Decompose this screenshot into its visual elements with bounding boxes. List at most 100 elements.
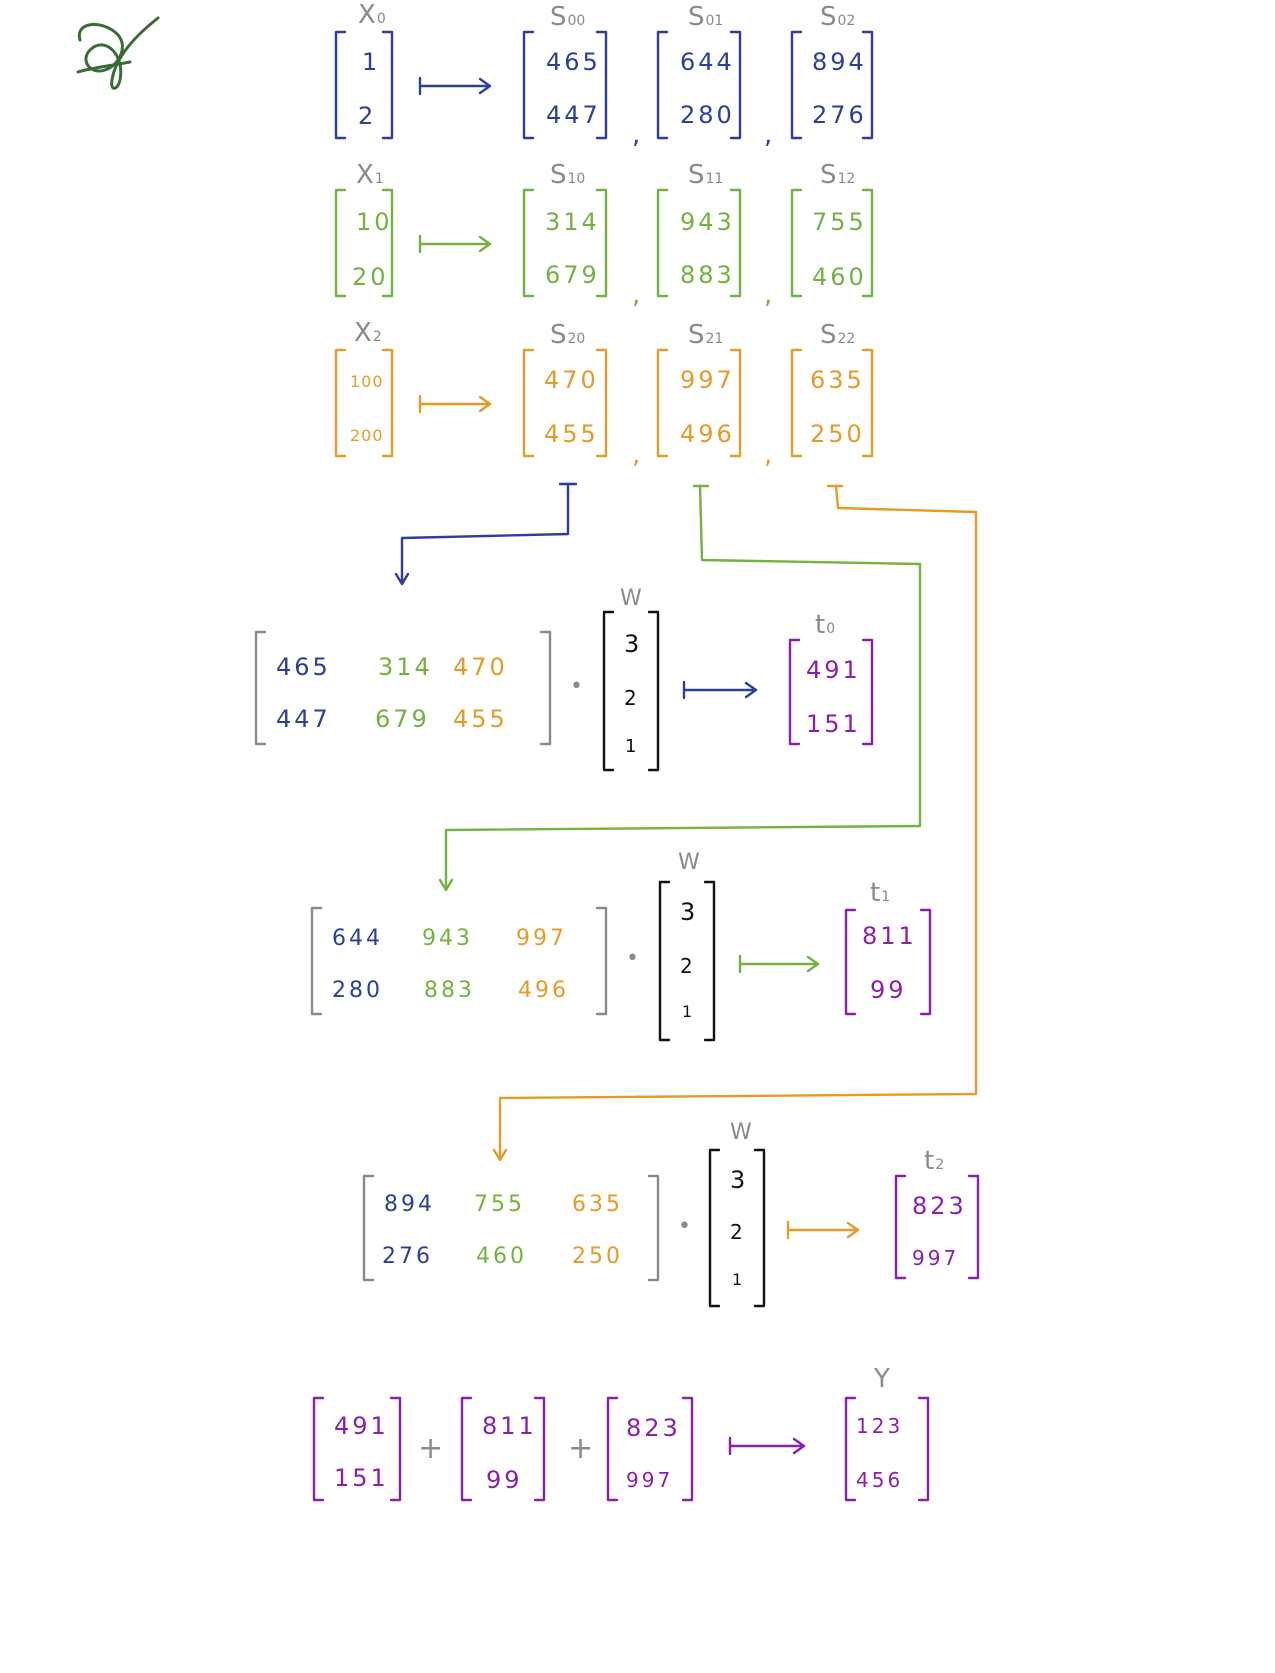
result-vector-left-bracket [844,908,857,1016]
s-vector-left-bracket [790,188,803,298]
s21-label: S21 [688,320,724,350]
s12-value: 460 [812,263,867,291]
matrix-cell: 447 [276,705,331,733]
s-vector-right-bracket [861,348,874,458]
matrix-cell: 997 [516,926,567,951]
s01-value: 280 [680,101,735,129]
y-label: Y [874,1364,891,1394]
weight-vector-right-bracket [647,610,660,772]
sum-term-value: 491 [334,1412,389,1440]
t2-label: t2 [924,1146,945,1176]
route-line [444,484,922,890]
weight-vector-left-bracket [658,880,671,1042]
s-vector-left-bracket [656,188,669,298]
weight-vector-right-bracket [753,1148,766,1308]
s02-label: S02 [820,2,856,32]
x0-value: 1 [362,48,381,76]
s00-value: 465 [546,48,601,76]
arrow-head [438,878,454,892]
result-vector-right-bracket [967,1174,980,1280]
x0-label: X0 [358,0,386,30]
dot-operator: • [678,1214,694,1239]
s22-label: S22 [820,320,856,350]
s-vector-right-bracket [861,30,874,140]
x2-value: 200 [350,426,384,445]
w-value: 3 [624,630,643,658]
s12-label: S12 [820,160,856,190]
s10-value: 679 [545,261,600,289]
t0-label: t0 [815,610,836,640]
sum-term-value: 823 [626,1414,681,1442]
matrix-cell: 465 [276,653,331,681]
w-value: 2 [624,686,640,710]
s21-value: 997 [680,366,735,394]
s10-value: 314 [545,208,600,236]
s11-label: S11 [688,160,724,190]
maps-to-arrow [418,394,492,414]
t1-value: 99 [870,976,907,1004]
s-vector-right-bracket [729,30,742,140]
t1-label: t1 [870,878,891,908]
s20-value: 470 [544,366,599,394]
x2-label: X2 [354,318,382,348]
result-vector-left-bracket [894,1174,907,1280]
s-vector-right-bracket [729,188,742,298]
maps-to-arrow [786,1220,860,1240]
s22-value: 250 [810,420,865,448]
s-vector-right-bracket [729,348,742,458]
maps-to-arrow [728,1436,806,1456]
x2-value: 100 [350,372,384,391]
matrix-cell: 644 [332,926,383,951]
maps-to-arrow [738,954,820,974]
sum-term-vector-right-bracket [681,1396,694,1502]
s-vector-right-bracket [595,188,608,298]
result-vector-left-bracket [788,638,801,746]
product-matrix-right-bracket [647,1174,660,1282]
x0-value: 2 [358,102,377,130]
s-vector-left-bracket [522,188,535,298]
x1-label: X1 [356,160,384,190]
arrow-head [394,572,410,586]
sum-term-vector-left-bracket [606,1396,619,1502]
s02-value: 894 [812,48,867,76]
matrix-cell: 496 [518,978,569,1003]
w-label: W [678,850,703,875]
maps-to-arrow [418,76,492,96]
s21-value: 496 [680,420,735,448]
separator-comma: , [764,440,776,470]
sum-term-vector-left-bracket [460,1396,473,1502]
matrix-cell: 470 [453,653,508,681]
route-line [400,482,570,584]
s00-label: S00 [550,2,586,32]
w-value: 2 [680,954,696,978]
s02-value: 276 [812,101,867,129]
t0-value: 491 [806,656,861,684]
matrix-cell: 679 [375,705,430,733]
x1-value: 20 [352,263,389,291]
x-vector-left-bracket [334,188,347,298]
matrix-cell: 883 [424,978,475,1003]
separator-comma: , [632,440,644,470]
result-vector-right-bracket [919,908,932,1016]
w-value: 3 [730,1166,749,1194]
y-value: 123 [856,1414,904,1438]
plus-operator: + [418,1431,447,1466]
s-vector-left-bracket [656,30,669,140]
s11-value: 943 [680,208,735,236]
result-vector-right-bracket [861,638,874,746]
s-vector-left-bracket [790,30,803,140]
y-value: 456 [856,1468,904,1492]
s12-value: 755 [812,208,867,236]
sum-term-value: 997 [626,1468,674,1492]
s22-value: 635 [810,366,865,394]
s01-label: S01 [688,2,724,32]
weight-vector-left-bracket [708,1148,721,1308]
x-vector-right-bracket [381,188,394,298]
maps-to-arrow [418,234,492,254]
product-matrix-right-bracket [595,906,608,1016]
plus-operator: + [568,1431,597,1466]
arrow-head [492,1148,508,1162]
y-vector-right-bracket [917,1396,930,1502]
sum-term-vector-right-bracket [389,1396,402,1502]
